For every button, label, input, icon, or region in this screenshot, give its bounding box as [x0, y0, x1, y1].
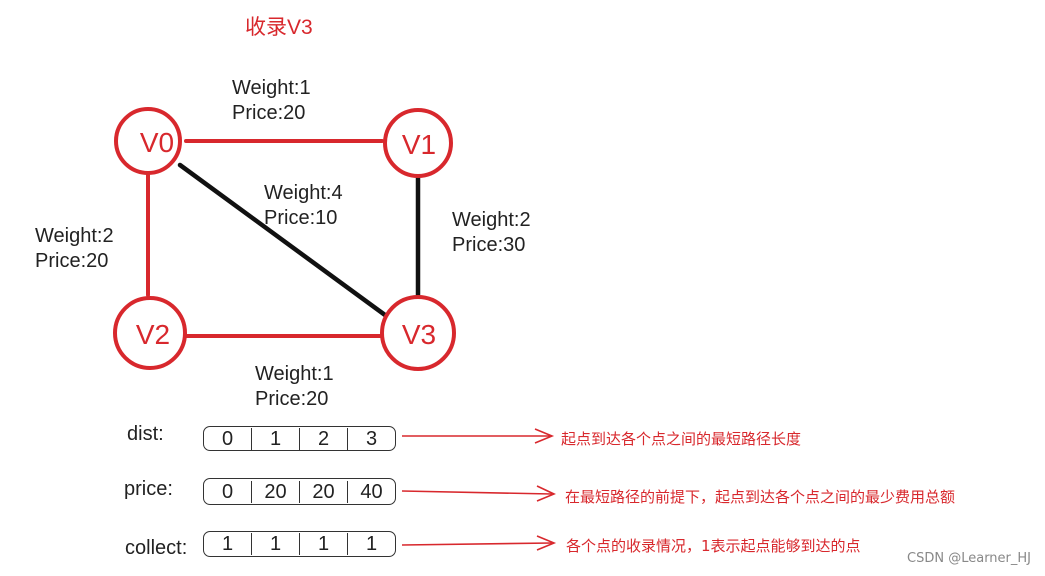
- dist-array: 0 1 2 3: [203, 426, 396, 451]
- edge-v0-v3-weight: Weight:4: [264, 182, 343, 204]
- edge-v0-v2-label: Weight:2 Price:20: [35, 224, 114, 274]
- price-arrow: [401, 485, 556, 502]
- collect-label: collect:: [125, 537, 188, 559]
- edge-v2-v3-label: Weight:1 Price:20: [255, 362, 334, 412]
- edge-v0-v3-label: Weight:4 Price:10: [264, 181, 343, 231]
- price-label: price:: [124, 478, 173, 500]
- edge-v0-v1-label: Weight:1 Price:20: [232, 76, 311, 126]
- edge-v1-v3-weight: Weight:2: [452, 209, 531, 231]
- edge-v1-v3-price: Price:30: [452, 234, 526, 256]
- node-v3: V3: [380, 295, 456, 371]
- dist-cell: 2: [300, 427, 348, 450]
- watermark: CSDN @Learner_HJ: [907, 551, 1031, 566]
- price-cell: 20: [300, 480, 348, 503]
- collect-note: 各个点的收录情况，1表示起点能够到达的点: [566, 537, 861, 555]
- collect-cell: 1: [252, 533, 300, 555]
- node-v0-label: V0: [140, 127, 174, 158]
- price-cell: 20: [252, 480, 300, 503]
- price-note: 在最短路径的前提下，起点到达各个点之间的最少费用总额: [565, 488, 956, 506]
- node-v1-label: V1: [402, 129, 436, 160]
- dist-cell: 0: [204, 427, 252, 450]
- collect-arrow: [401, 535, 557, 551]
- node-v0: V0: [114, 107, 182, 175]
- edge-v1-v3-label: Weight:2 Price:30: [452, 208, 531, 258]
- diagram-title: 收录V3: [245, 16, 313, 39]
- collect-cell: 1: [365, 533, 378, 555]
- collect-array: 1 1 1 1: [203, 531, 396, 557]
- price-cell: 40: [360, 480, 383, 503]
- dist-note: 起点到达各个点之间的最短路径长度: [561, 430, 802, 448]
- node-v2: V2: [113, 296, 187, 370]
- edge-v0-v3-price: Price:10: [264, 207, 338, 229]
- collect-cell: 1: [300, 533, 348, 555]
- edge-v0-v2-price: Price:20: [35, 250, 109, 272]
- dist-label: dist:: [127, 423, 164, 445]
- edge-v0-v2-weight: Weight:2: [35, 225, 114, 247]
- collect-cell: 1: [204, 533, 252, 555]
- edge-v0-v1-price: Price:20: [232, 102, 306, 124]
- edge-v0-v3: [177, 162, 388, 318]
- edge-v2-v3-price: Price:20: [255, 388, 329, 410]
- node-v2-label: V2: [136, 319, 170, 350]
- price-cell: 0: [204, 480, 252, 503]
- edge-v2-v3-weight: Weight:1: [255, 363, 334, 385]
- dist-arrow: [402, 428, 555, 444]
- edge-v0-v1-weight: Weight:1: [232, 77, 311, 99]
- price-array: 0 20 20 40: [203, 478, 396, 505]
- dist-cell: 1: [252, 427, 300, 450]
- node-v1: V1: [383, 108, 453, 178]
- node-v3-label: V3: [402, 319, 436, 350]
- dist-cell: 3: [365, 427, 378, 450]
